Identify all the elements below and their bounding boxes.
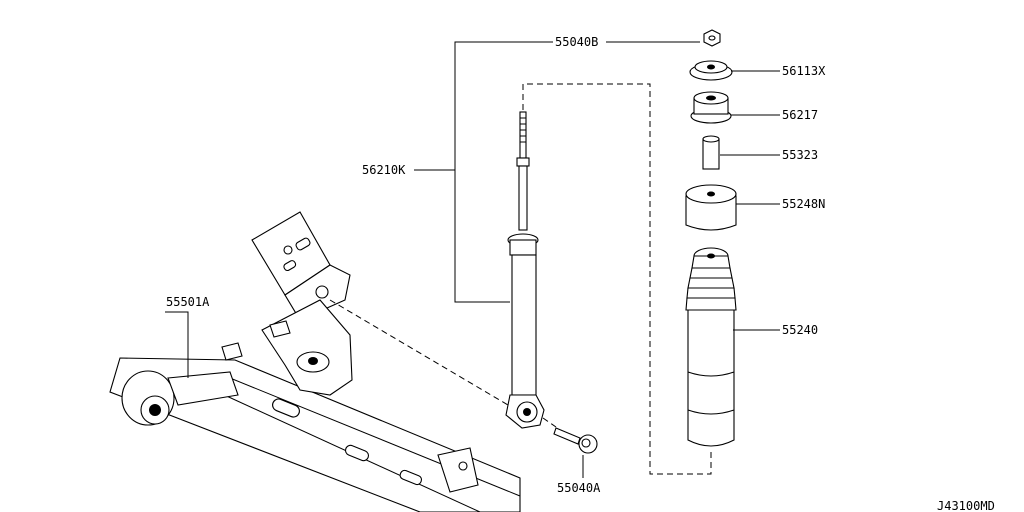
label-55501A: 55501A bbox=[166, 295, 210, 309]
drawing-code: J43100MD bbox=[937, 499, 995, 512]
bound-bumper-drawing bbox=[685, 247, 737, 447]
label-56113X: 56113X bbox=[782, 64, 826, 78]
axle-beam-drawing bbox=[109, 211, 521, 512]
leader-lines bbox=[165, 41, 780, 478]
shock-absorber-drawing bbox=[505, 111, 545, 429]
bushing-drawing bbox=[690, 91, 732, 124]
cap-drawing bbox=[685, 184, 737, 231]
lower-bolt-drawing bbox=[553, 427, 598, 454]
label-56210K: 56210K bbox=[362, 163, 406, 177]
label-55323: 55323 bbox=[782, 148, 818, 162]
spacer-drawing bbox=[702, 135, 720, 170]
label-55248N: 55248N bbox=[782, 197, 825, 211]
label-55240: 55240 bbox=[782, 323, 818, 337]
top-nut-drawing bbox=[703, 29, 721, 47]
label-56217: 56217 bbox=[782, 108, 818, 122]
label-55040A: 55040A bbox=[557, 481, 601, 495]
label-55040B: 55040B bbox=[555, 35, 598, 49]
mount-seat-drawing bbox=[689, 60, 733, 81]
